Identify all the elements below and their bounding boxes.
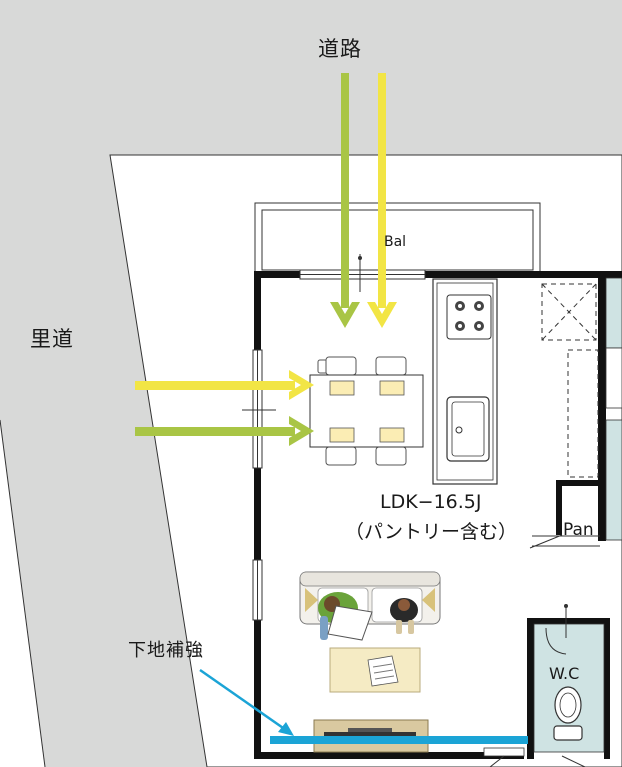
light-arrow-yellow-top xyxy=(367,73,397,328)
reinforcement-arrow xyxy=(199,668,294,736)
ldk-note-label: （パントリー含む） xyxy=(345,521,517,543)
light-arrow-yellow-left xyxy=(135,370,314,400)
window-left xyxy=(242,349,276,469)
road-left-label: 里道 xyxy=(30,327,74,351)
reinforcement-line xyxy=(270,736,528,744)
stove-icon xyxy=(446,294,492,340)
road-top-label: 道路 xyxy=(318,37,362,61)
bath-area xyxy=(605,277,622,541)
person-icon xyxy=(318,592,418,641)
walls xyxy=(254,271,622,759)
dining-table xyxy=(309,356,424,466)
pantry-wall xyxy=(529,480,600,549)
sink-icon xyxy=(446,396,490,462)
ldk-label: LDK−16.5J xyxy=(380,491,482,513)
balcony xyxy=(254,202,541,274)
window-left-lower xyxy=(252,559,263,621)
door-bottom xyxy=(483,747,586,767)
light-arrow-green-left xyxy=(135,416,314,446)
rug-icon xyxy=(329,647,421,693)
pantry-label: Pan xyxy=(563,520,594,540)
reinforcement-label: 下地補強 xyxy=(128,640,204,661)
balcony-label: Bal xyxy=(384,234,407,250)
pantry-shelves xyxy=(541,283,599,478)
road-left xyxy=(0,0,207,767)
window-top xyxy=(299,254,426,292)
wc-label: W.C xyxy=(549,664,580,683)
light-arrow-green-top xyxy=(330,73,360,328)
toilet-icon xyxy=(553,686,583,741)
